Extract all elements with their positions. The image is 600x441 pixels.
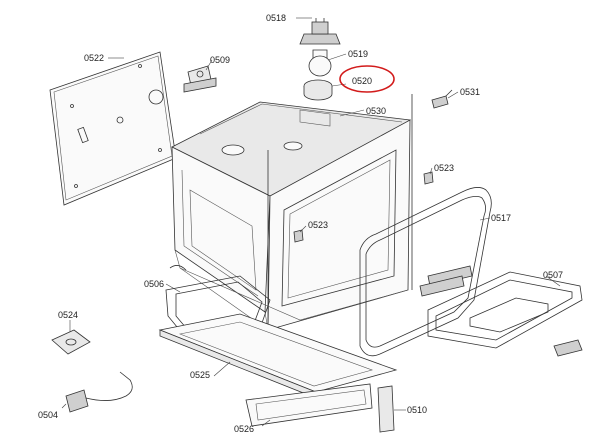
part-0526-bracket (245, 383, 373, 427)
part-0519-lamp-bulb (308, 49, 332, 77)
part-0518-lamp-holder (299, 18, 341, 45)
part-0504-power-cable (65, 371, 133, 413)
part-0525-bottom-plate (158, 313, 398, 399)
label-0510: 0510 (407, 405, 427, 415)
part-0522-side-panel (49, 51, 177, 206)
label-0530: 0530 (366, 106, 386, 116)
label-0504: 0504 (38, 410, 58, 420)
part-0524-pad (51, 329, 91, 355)
part-0523-screw-right (423, 171, 434, 185)
label-0525: 0525 (190, 370, 210, 380)
part-labels: 0518 0519 0520 0522 0509 0530 0531 0523 … (38, 13, 563, 434)
label-0507: 0507 (543, 270, 563, 280)
label-0531: 0531 (460, 87, 480, 97)
leader-lines (61, 17, 561, 427)
label-0523-inner: 0523 (308, 220, 328, 230)
label-0522: 0522 (84, 53, 104, 63)
label-0506: 0506 (144, 279, 164, 289)
part-0523-screw-inner (293, 229, 304, 243)
part-0531-clip (431, 89, 453, 109)
label-0523-right: 0523 (434, 163, 454, 173)
label-0517: 0517 (491, 213, 511, 223)
part-0509-fan-motor (183, 65, 217, 93)
label-0518: 0518 (266, 13, 286, 23)
part-0530-oven-cavity (171, 94, 413, 331)
part-0517-door-gasket (359, 187, 492, 357)
label-0524: 0524 (58, 310, 78, 320)
label-0519: 0519 (348, 49, 368, 59)
label-0520: 0520 (352, 76, 372, 86)
part-0507-grill-element (419, 265, 583, 357)
part-0510-hinge (377, 385, 395, 433)
label-0526: 0526 (234, 424, 254, 434)
part-0520-lamp-glass (303, 79, 333, 101)
highlight-ring-0520 (339, 65, 395, 93)
label-0509: 0509 (210, 55, 230, 65)
